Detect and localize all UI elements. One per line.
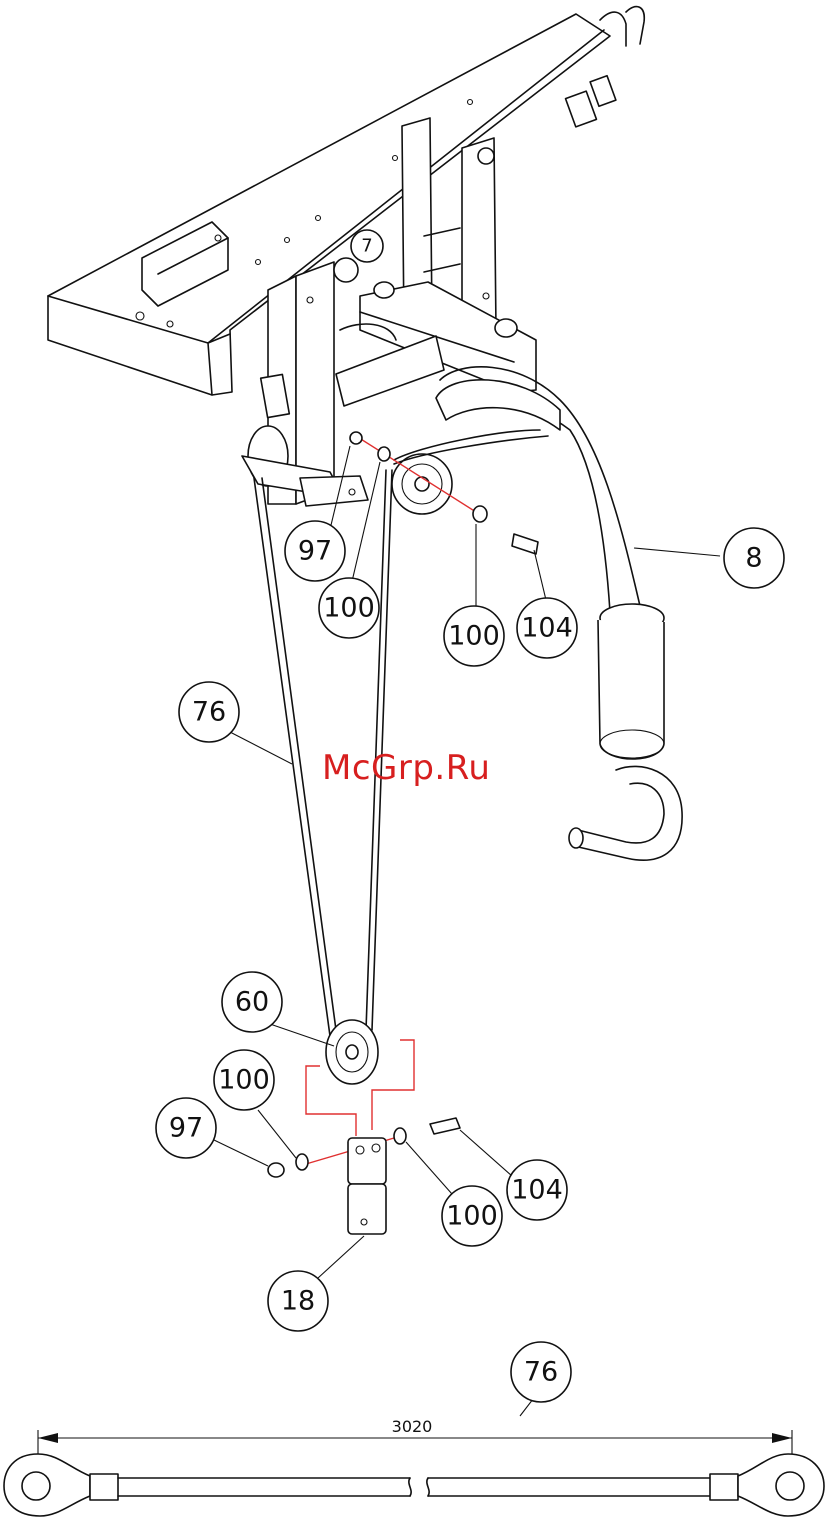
leader-lines xyxy=(214,446,720,1416)
cable-dimension: 3020 xyxy=(38,1417,792,1462)
callout-97-bottom: 97 xyxy=(156,1098,216,1158)
label-104-top: 104 xyxy=(521,613,573,644)
label-100-bottom-right: 100 xyxy=(446,1201,498,1232)
cable-length-value: 3020 xyxy=(392,1417,433,1436)
callout-100-bottom-right: 100 xyxy=(442,1186,502,1246)
label-97-bottom: 97 xyxy=(169,1113,203,1144)
label-7: 7 xyxy=(361,236,372,257)
callout-100-top-left: 100 xyxy=(319,578,379,638)
cable-detail xyxy=(4,1454,824,1516)
callout-76-detail: 76 xyxy=(511,1342,571,1402)
label-104-bottom: 104 xyxy=(511,1175,563,1206)
callout-8: 8 xyxy=(724,528,784,588)
callout-104-bottom: 104 xyxy=(507,1160,567,1220)
callout-97-top: 97 xyxy=(285,521,345,581)
callout-100-top-right: 100 xyxy=(444,606,504,666)
callout-60: 60 xyxy=(222,972,282,1032)
callout-104-top: 104 xyxy=(517,598,577,658)
callout-7: 7 xyxy=(351,230,383,262)
watermark-text: McGrp.Ru xyxy=(322,748,490,788)
label-76-cable: 76 xyxy=(192,697,226,728)
label-100-top-left: 100 xyxy=(323,593,375,624)
label-18: 18 xyxy=(281,1286,315,1317)
label-76-detail: 76 xyxy=(524,1357,558,1388)
label-100-top-right: 100 xyxy=(448,621,500,652)
upper-pulley xyxy=(392,454,452,514)
bracket-18 xyxy=(348,1138,386,1234)
callout-76-cable: 76 xyxy=(179,682,239,742)
label-97-top: 97 xyxy=(298,536,332,567)
label-60: 60 xyxy=(235,987,269,1018)
label-100-bottom-left: 100 xyxy=(218,1065,270,1096)
callout-18: 18 xyxy=(268,1271,328,1331)
lower-pulley xyxy=(326,1020,378,1084)
callout-100-bottom-left: 100 xyxy=(214,1050,274,1110)
label-8: 8 xyxy=(745,543,762,574)
cable-loop xyxy=(254,430,548,1036)
